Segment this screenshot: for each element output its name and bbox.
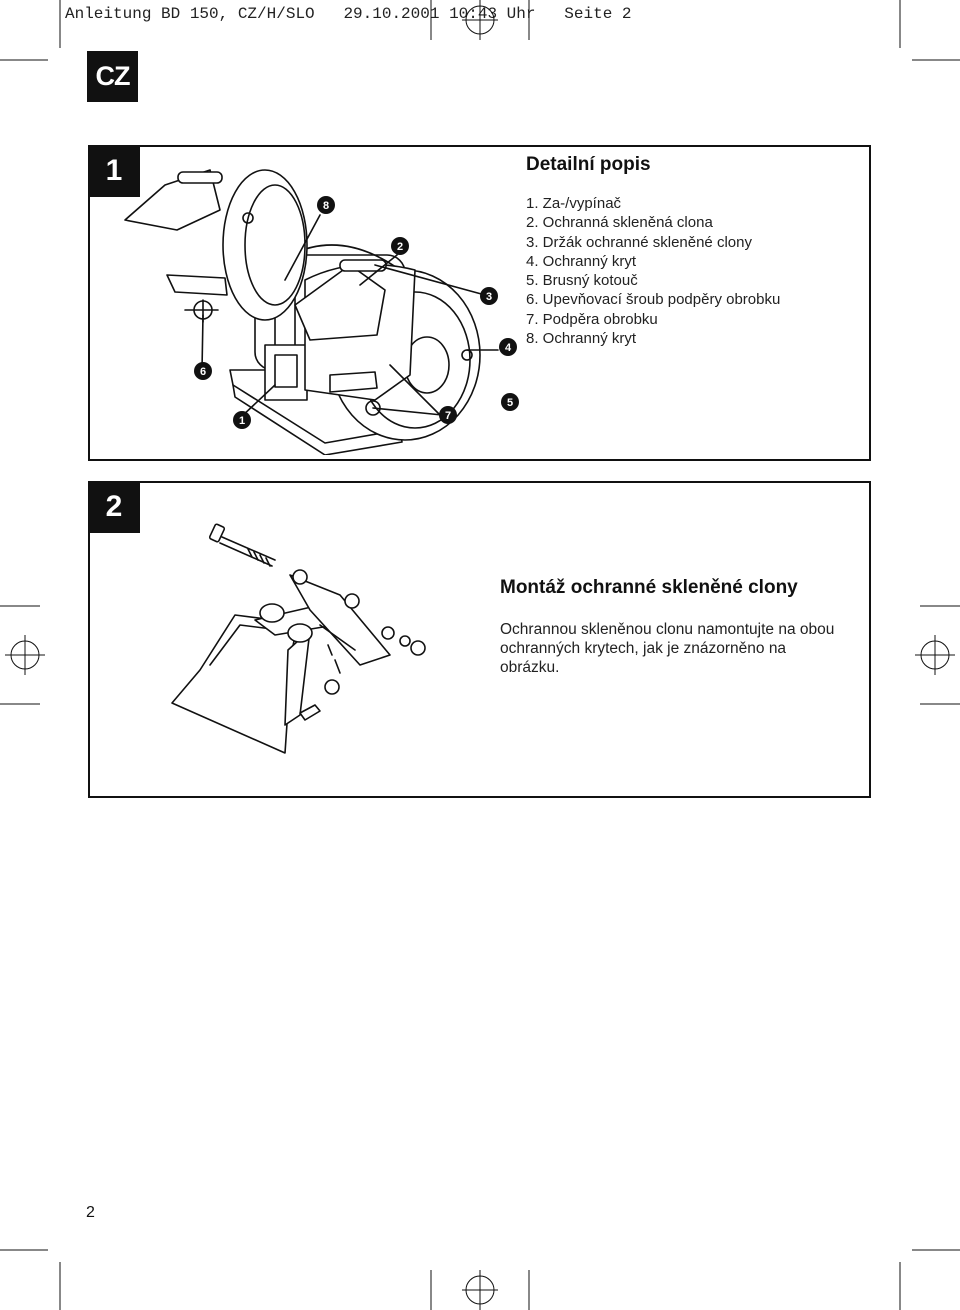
- parts-list-item: 5. Brusný kotouč: [526, 272, 638, 290]
- callout-8: 8: [317, 196, 335, 214]
- svg-text:1: 1: [239, 415, 245, 427]
- parts-list-item: 6. Upevňovací šroub podpěry obrobku: [526, 291, 781, 309]
- parts-list-item: 4. Ochranný kryt: [526, 252, 637, 270]
- parts-list-item: 8. Ochranný kryt: [526, 330, 637, 348]
- figure-2-number: 2: [88, 481, 140, 533]
- figure-2-panel: [88, 481, 871, 798]
- parts-list-item: 7. Podpěra obrobku: [526, 310, 658, 328]
- svg-text:4: 4: [505, 342, 512, 354]
- svg-text:2: 2: [397, 241, 403, 253]
- figure-2-title: Montáž ochranné skleněné clony: [500, 577, 798, 598]
- parts-list-item: 2. Ochranná skleněná clona: [526, 214, 713, 232]
- bench-grinder-illustration: [124, 169, 499, 455]
- callout-5: 5: [501, 393, 519, 411]
- figure-1-callouts: 1 2 3 4 5 6 7 8: [194, 196, 519, 429]
- svg-text:3: 3: [486, 291, 492, 303]
- callout-7: 7: [439, 406, 457, 424]
- figure-1-panel: [88, 145, 871, 461]
- callout-3: 3: [480, 287, 498, 305]
- page-number: 2: [86, 1204, 95, 1221]
- print-header: Anleitung BD 150, CZ/H/SLO 29.10.2001 10…: [65, 5, 632, 23]
- language-badge: CZ: [87, 51, 138, 102]
- figure-1-title: Detailní popis: [526, 154, 651, 175]
- parts-list-item: 1. Za-/vypínač: [526, 195, 622, 212]
- callout-1: 1: [233, 411, 251, 429]
- figure-2-description: Ochrannou skleněnou clonu namontujte na …: [500, 621, 835, 676]
- svg-text:8: 8: [323, 200, 329, 212]
- parts-list-item: 3. Držák ochranné skleněné clony: [526, 233, 752, 251]
- callout-6: 6: [194, 362, 212, 380]
- svg-text:5: 5: [507, 397, 513, 409]
- eye-shield-assembly-illustration: [171, 523, 426, 754]
- figure-1-number: 1: [88, 145, 140, 197]
- parts-list: 1. Za-/vypínač 2. Ochranná skleněná clon…: [526, 194, 780, 348]
- callout-4: 4: [499, 338, 517, 356]
- svg-text:7: 7: [445, 410, 451, 422]
- callout-2: 2: [391, 237, 409, 255]
- svg-text:6: 6: [200, 366, 206, 378]
